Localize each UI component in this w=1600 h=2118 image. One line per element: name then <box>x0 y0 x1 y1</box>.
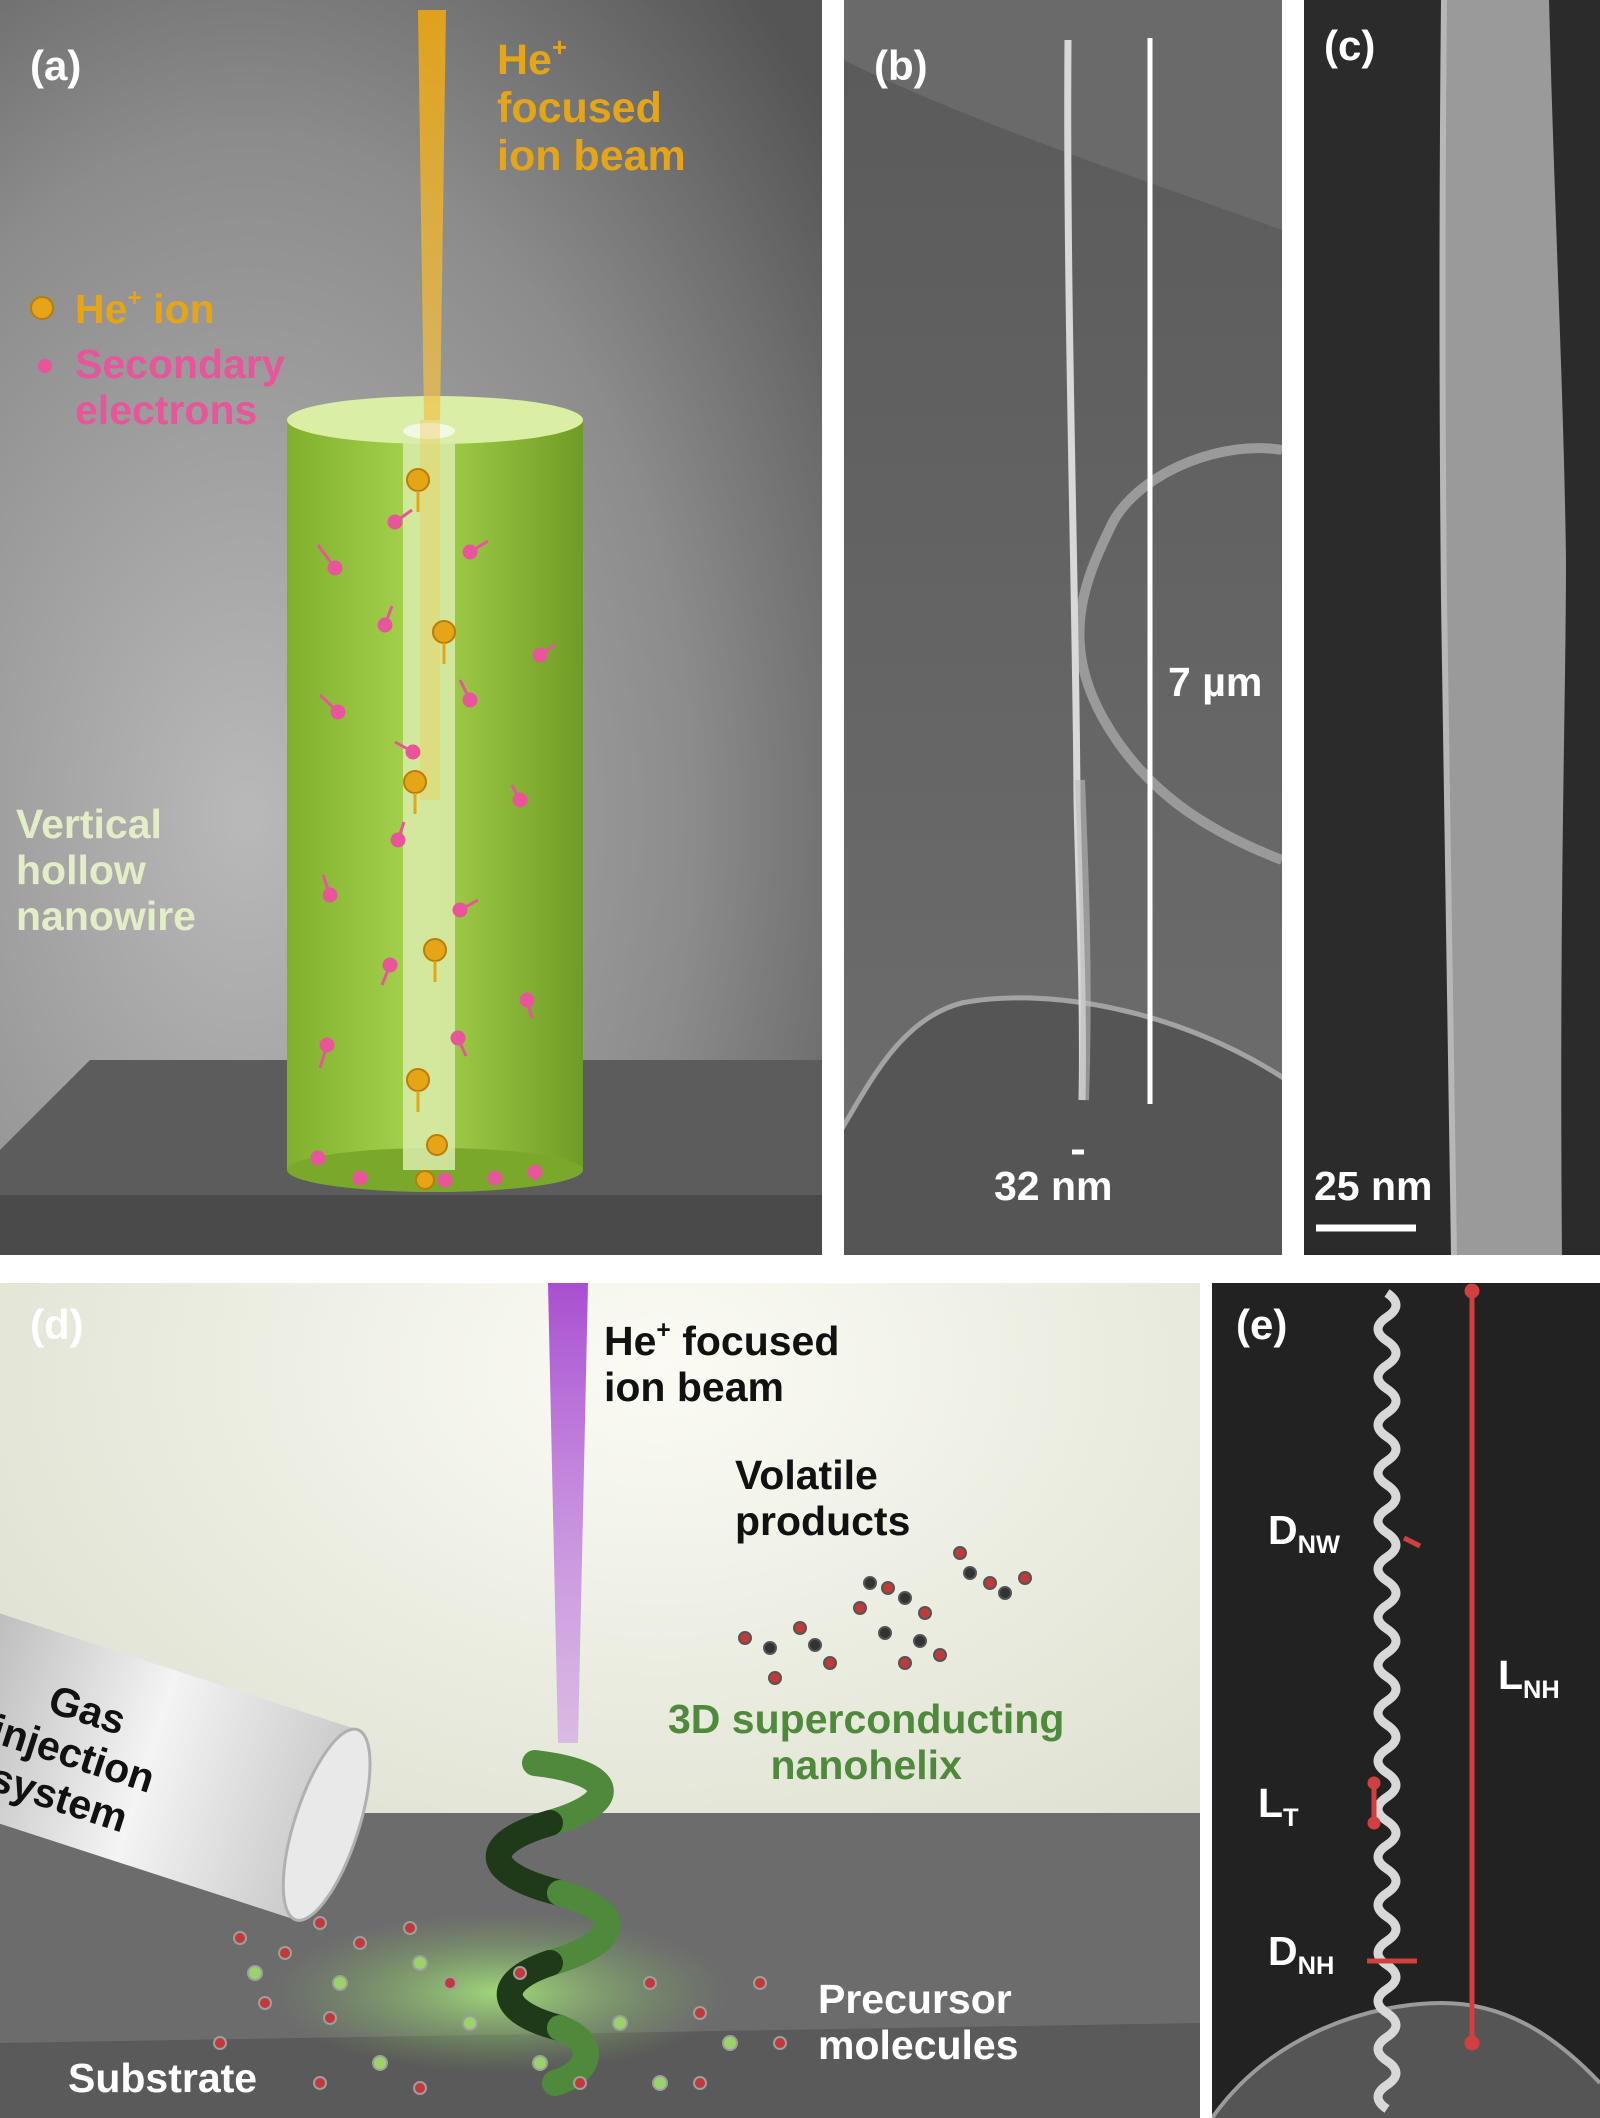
helix-label: 3D superconducting nanohelix <box>668 1696 1065 1789</box>
volatile-molecules <box>738 1546 1032 1685</box>
dnw-label: DNW <box>1268 1507 1340 1559</box>
panel-a-tag: (a) <box>30 42 82 89</box>
secondary-electron-legend-icon <box>38 359 52 373</box>
precursor-label-line1: Precursor <box>818 1976 1012 2022</box>
volatile-label-line1: Volatile <box>735 1452 878 1498</box>
nanowire-closeup <box>1442 0 1566 1255</box>
legend-he-ion-he: He <box>75 286 128 333</box>
helix-label-line2: nanohelix <box>770 1741 962 1788</box>
beam-label-line3: ion beam <box>497 132 686 181</box>
gas-injection-nozzle <box>0 1612 372 1922</box>
precursor-label-line2: molecules <box>818 2021 1019 2068</box>
hollow-nanowire-cylinder <box>287 396 583 1192</box>
nanowire-label-line2: hollow <box>16 846 146 893</box>
he-ion-beam <box>418 10 446 420</box>
beam-label-d-rest: focused <box>670 1318 840 1365</box>
panel-a: (a) He+ focused ion beam He+ ion Seconda… <box>0 0 822 1255</box>
dnh-main: D <box>1268 1928 1298 1974</box>
beam-label-he: He <box>497 36 552 85</box>
length-label: 7 µm <box>1168 659 1263 705</box>
beam-label-d: He+ focused ion beam <box>604 1317 839 1411</box>
lnh-sub: NH <box>1523 1675 1560 1704</box>
lt-main: L <box>1258 1780 1284 1826</box>
beam-label-d-line2: ion beam <box>604 1364 784 1411</box>
panel-b-micrograph <box>844 0 1282 1255</box>
panel-b: (b) 7 µm 32 nm <box>844 0 1282 1255</box>
he-ion-markers <box>403 468 456 1190</box>
panel-b-tag: (b) <box>874 42 928 89</box>
panel-c-tag: (c) <box>1324 22 1376 69</box>
nanowire-label-line3: nanowire <box>16 892 196 939</box>
volatile-label: Volatile products <box>735 1452 911 1545</box>
panel-e: (e) DNW LNH LT DNH <box>1212 1283 1600 2118</box>
beam-label-d-he: He <box>604 1318 657 1365</box>
width-label: 32 nm <box>994 1163 1113 1209</box>
legend-he-ion: He+ ion <box>75 285 215 333</box>
beam-label-d-sup: + <box>656 1317 671 1344</box>
measurement-markers <box>1367 1283 1480 2051</box>
substrate-label: Substrate <box>68 2055 258 2101</box>
panel-d-illustration <box>0 1283 1200 2118</box>
volatile-label-line2: products <box>735 1497 911 1544</box>
secondary-electron-markers <box>310 508 556 1188</box>
beam-label: He+ focused ion beam <box>497 34 686 181</box>
substrate-dome <box>1212 2003 1600 2118</box>
lt-label: LT <box>1258 1780 1299 1832</box>
legend-electron-line2: electrons <box>75 386 258 433</box>
legend-he-ion-rest: ion <box>141 286 215 333</box>
dnw-sub: NW <box>1297 1530 1340 1559</box>
panel-d: (d) He+ focused ion beam Volatile produc… <box>0 1283 1200 2118</box>
superconducting-nanohelix <box>485 1750 621 2096</box>
panel-e-micrograph <box>1212 1283 1600 2118</box>
scale-label: 25 nm <box>1314 1163 1433 1209</box>
nanowire-label-line1: Vertical <box>16 801 162 847</box>
dnw-main: D <box>1268 1507 1298 1553</box>
beam-label-sup: + <box>551 34 568 62</box>
lnh-label: LNH <box>1498 1652 1560 1704</box>
legend-secondary-electrons: Secondary electrons <box>75 341 285 434</box>
helix-label-line1: 3D superconducting <box>668 1696 1065 1742</box>
dnh-label: DNH <box>1268 1928 1335 1980</box>
he-ion-legend-icon <box>30 296 54 320</box>
nanohelix-coil <box>1373 1289 1401 2113</box>
precursor-molecules <box>213 1916 787 2095</box>
precursor-label: Precursor molecules <box>818 1976 1019 2069</box>
panel-a-illustration <box>0 0 822 1255</box>
lt-sub: T <box>1283 1803 1299 1832</box>
legend-he-ion-sup: + <box>127 285 142 312</box>
beam-label-d-line1: He+ focused <box>604 1317 839 1365</box>
panel-c: (c) 25 nm <box>1304 0 1600 1255</box>
dnh-sub: NH <box>1297 1951 1335 1980</box>
beam-label-line1: He+ <box>497 34 686 84</box>
lnh-main: L <box>1498 1652 1524 1698</box>
panel-e-tag: (e) <box>1236 1301 1288 1348</box>
panel-c-micrograph <box>1304 0 1600 1255</box>
dnw-marker <box>1402 1535 1422 1549</box>
beam-label-line2: focused <box>497 84 662 133</box>
panel-d-tag: (d) <box>30 1301 84 1348</box>
substrate-ridge <box>1074 443 1282 865</box>
nanowire-label: Vertical hollow nanowire <box>16 801 196 940</box>
he-ion-beam-d <box>548 1283 588 1743</box>
legend-electron-line1: Secondary <box>75 341 285 387</box>
